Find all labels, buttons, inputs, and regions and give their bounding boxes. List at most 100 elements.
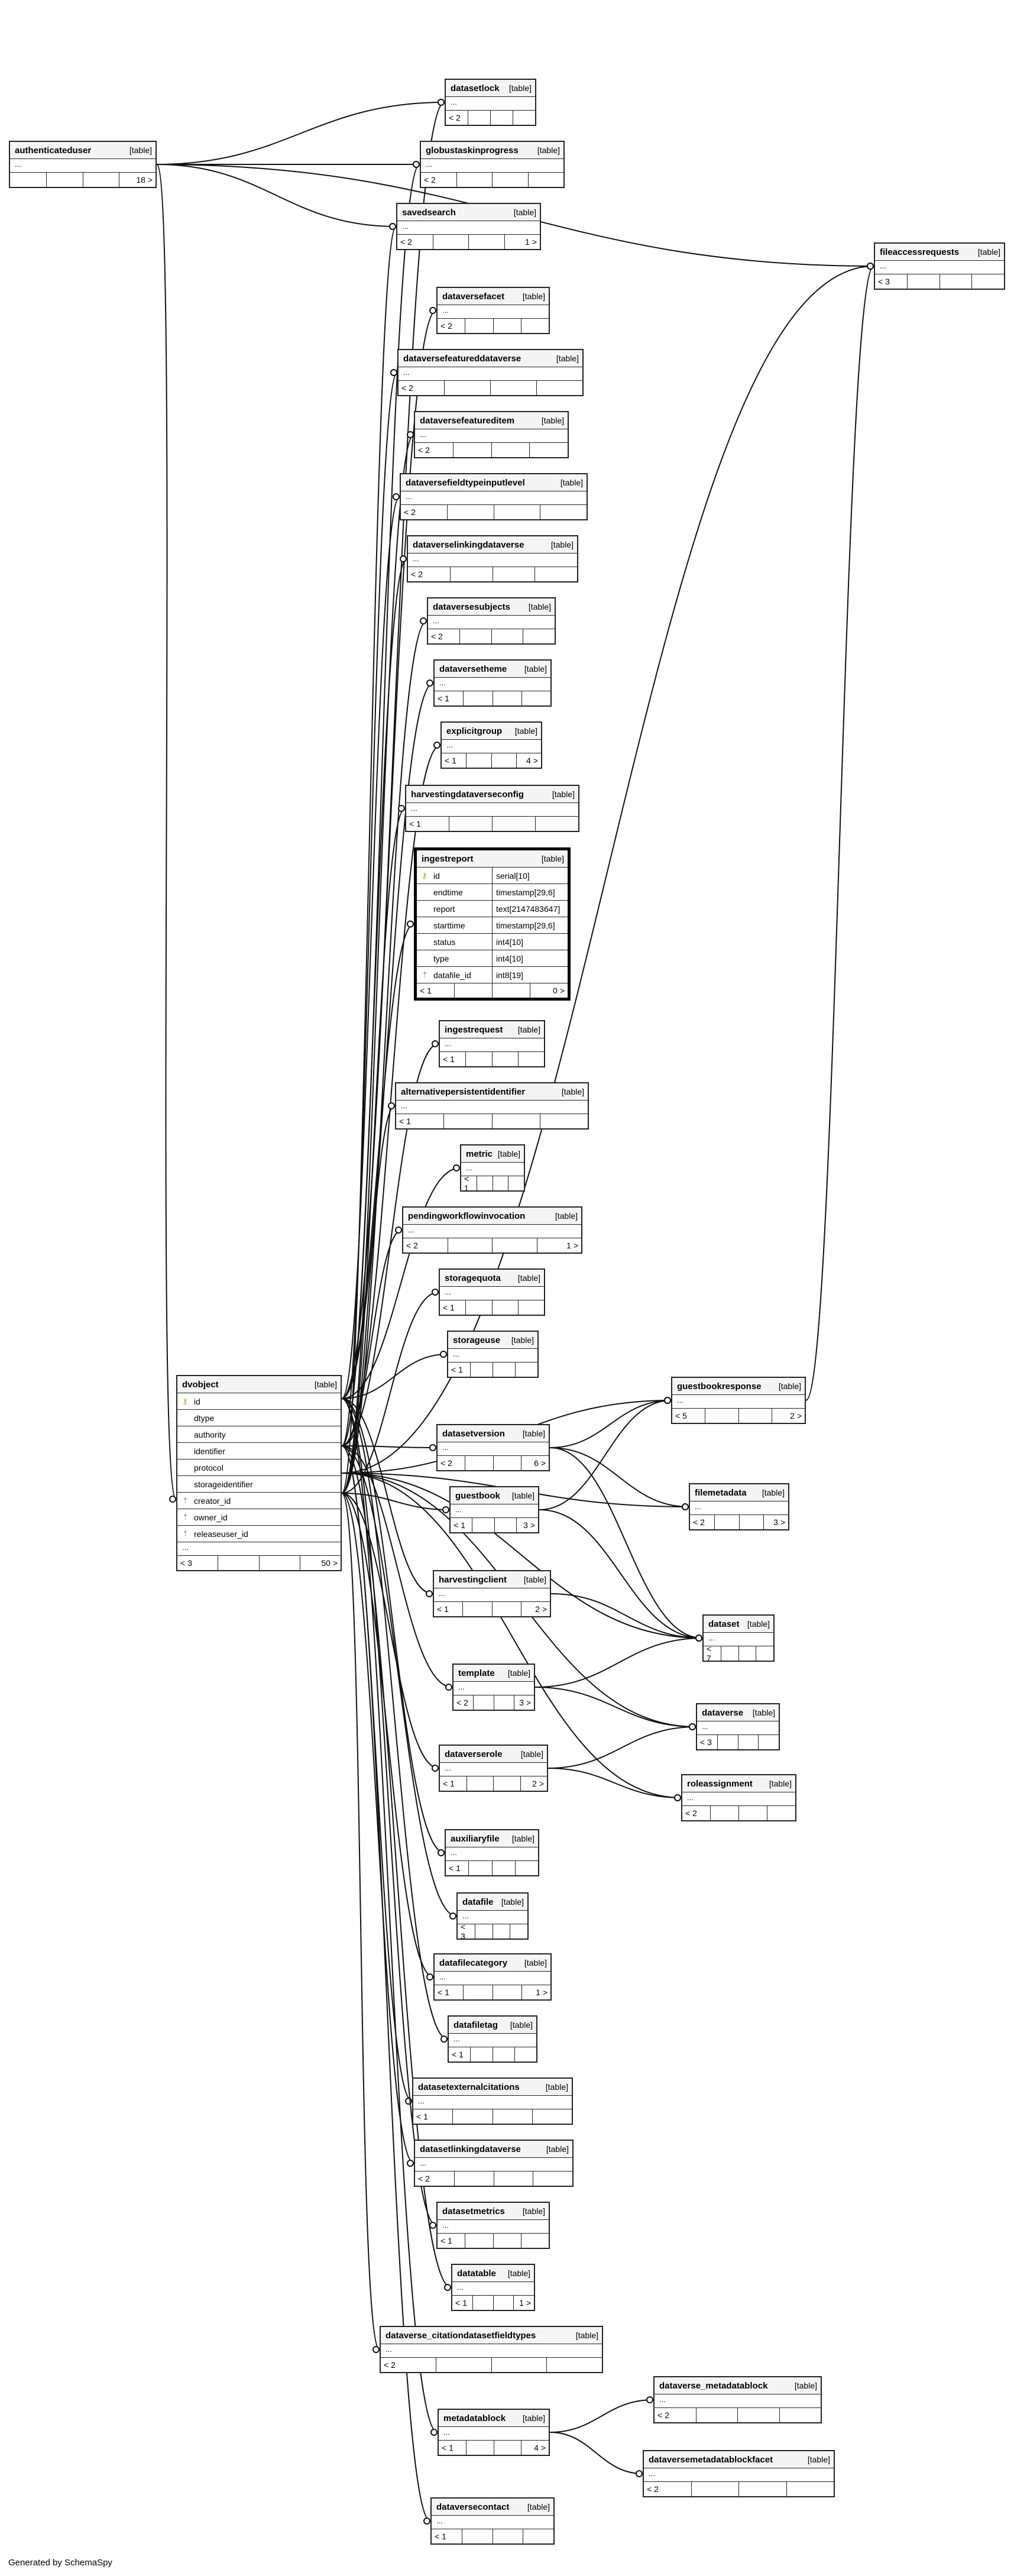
child-count[interactable] [519,1052,544,1066]
parent-count[interactable]: < 1 [446,1861,469,1875]
child-count[interactable] [547,2358,602,2372]
child-count[interactable] [972,274,1004,289]
child-count[interactable] [759,1735,779,1749]
table-name[interactable]: datasetversion [442,1428,505,1439]
parent-count[interactable]: < 1 [440,1776,467,1791]
parent-count[interactable]: < 2 [690,1515,715,1529]
table-name[interactable]: dataversefacet [442,291,505,302]
table-name[interactable]: dataversecontact [436,2501,510,2512]
child-count[interactable] [535,567,577,581]
parent-count[interactable]: < 1 [432,2529,462,2543]
parent-count[interactable]: < 2 [415,443,453,457]
child-count[interactable] [522,691,550,706]
child-count[interactable] [523,2529,553,2543]
child-count[interactable]: 4 > [534,2443,546,2452]
table-name[interactable]: dataversemetadatablockfacet [649,2454,773,2465]
table-dataversefieldtypeinputlevel[interactable]: dataversefieldtypeinputlevel[table]...< … [400,473,588,520]
child-count[interactable]: 4 > [526,756,538,765]
parent-count[interactable]: < 3 [697,1735,718,1749]
field-row[interactable]: ⇡releaseuser_id [177,1526,341,1542]
table-name[interactable]: metadatablock [443,2413,506,2423]
table-datasetexternalcitations[interactable]: datasetexternalcitations[table]...< 1 [412,2077,573,2125]
parent-count[interactable]: < 1 [434,1602,464,1616]
table-name[interactable]: ingestreport [422,853,474,864]
parent-count[interactable]: < 1 [435,691,464,706]
parent-count[interactable]: < 2 [415,2172,455,2186]
parent-count[interactable]: < 7 [704,1644,721,1663]
table-dataverse[interactable]: dataverse[table]...< 3 [696,1703,780,1750]
table-fileaccessrequests[interactable]: fileaccessrequests[table]...< 3 [874,242,1005,290]
table-name[interactable]: fileaccessrequests [880,247,960,257]
table-datasetlock[interactable]: datasetlock[table]...< 2 [445,79,536,126]
parent-count[interactable]: < 2 [438,1456,466,1470]
table-name[interactable]: explicitgroup [446,726,503,736]
table-name[interactable]: harvestingdataverseconfig [411,789,524,800]
child-count[interactable]: 1 > [566,1241,578,1250]
field-row[interactable]: ⚷id [177,1393,341,1410]
table-name[interactable]: dataversefeatureddataverse [403,353,521,364]
table-authenticateduser[interactable]: authenticateduser[table]...18 > [9,141,157,188]
table-globustaskinprogress[interactable]: globustaskinprogress[table]...< 2 [420,141,565,188]
table-name[interactable]: dataversefeatureditem [420,415,515,426]
parent-count[interactable]: < 1 [461,1174,477,1193]
child-count[interactable] [780,2408,821,2422]
child-count[interactable] [521,2234,549,2248]
table-name[interactable]: dvobject [182,1379,219,1390]
child-count[interactable] [508,1176,524,1190]
parent-count[interactable]: < 1 [438,2234,466,2248]
child-count[interactable]: 2 > [535,1604,547,1614]
table-name[interactable]: guestbook [455,1490,500,1501]
table-dataverse_metadatablock[interactable]: dataverse_metadatablock[table]...< 2 [653,2376,822,2423]
child-count[interactable] [513,111,535,125]
child-count[interactable]: 1 > [519,2298,531,2308]
table-name[interactable]: pendingworkflowinvocation [408,1211,526,1221]
table-name[interactable]: storagequota [445,1273,501,1283]
table-alternativepersistentidentifier[interactable]: alternativepersistentidentifier[table]..… [395,1082,589,1130]
child-count[interactable]: 2 > [532,1779,544,1788]
field-row[interactable]: storageidentifier [177,1476,341,1493]
table-dataversetheme[interactable]: dataversetheme[table]...< 1 [433,659,552,707]
child-count[interactable] [516,1861,538,1875]
child-count[interactable]: 1 > [525,237,537,247]
table-storagequota[interactable]: storagequota[table]...< 1 [439,1268,545,1316]
table-name[interactable]: template [458,1668,495,1678]
field-row[interactable]: ⇡creator_id [177,1493,341,1509]
table-name[interactable]: roleassignment [687,1778,753,1789]
parent-count[interactable]: < 1 [435,1985,464,1999]
parent-count[interactable]: < 2 [446,111,468,125]
parent-count[interactable] [10,173,47,187]
parent-count[interactable]: < 2 [428,629,460,643]
table-name[interactable]: ingestrequest [445,1024,503,1035]
parent-count[interactable]: < 2 [401,505,448,519]
child-count[interactable] [537,381,582,395]
child-count[interactable] [529,173,564,187]
parent-count[interactable]: < 2 [408,567,451,581]
child-count[interactable]: 18 > [136,175,153,185]
child-count[interactable] [540,1114,588,1128]
table-dataverselinkingdataverse[interactable]: dataverselinkingdataverse[table]...< 2 [407,535,578,582]
table-dataversefeatureditem[interactable]: dataversefeatureditem[table]...< 2 [414,411,569,458]
table-name[interactable]: dataverse_metadatablock [659,2380,768,2391]
table-dataversecontact[interactable]: dataversecontact[table]...< 1 [430,2497,555,2545]
child-count[interactable] [536,817,578,831]
child-count[interactable]: 3 > [519,1698,531,1707]
field-row[interactable]: authority [177,1426,341,1443]
table-name[interactable]: dataverse [702,1707,744,1718]
child-count[interactable] [767,1806,795,1820]
table-name[interactable]: dataverselinkingdataverse [413,539,524,550]
parent-count[interactable]: < 2 [403,1238,448,1253]
table-dataversemetadatablockfacet[interactable]: dataversemetadatablockfacet[table]...< 2 [643,2450,835,2497]
parent-count[interactable]: < 1 [440,1052,466,1066]
table-name[interactable]: alternativepersistentidentifier [401,1086,526,1097]
table-harvestingdataverseconfig[interactable]: harvestingdataverseconfig[table]...< 1 [405,785,579,832]
